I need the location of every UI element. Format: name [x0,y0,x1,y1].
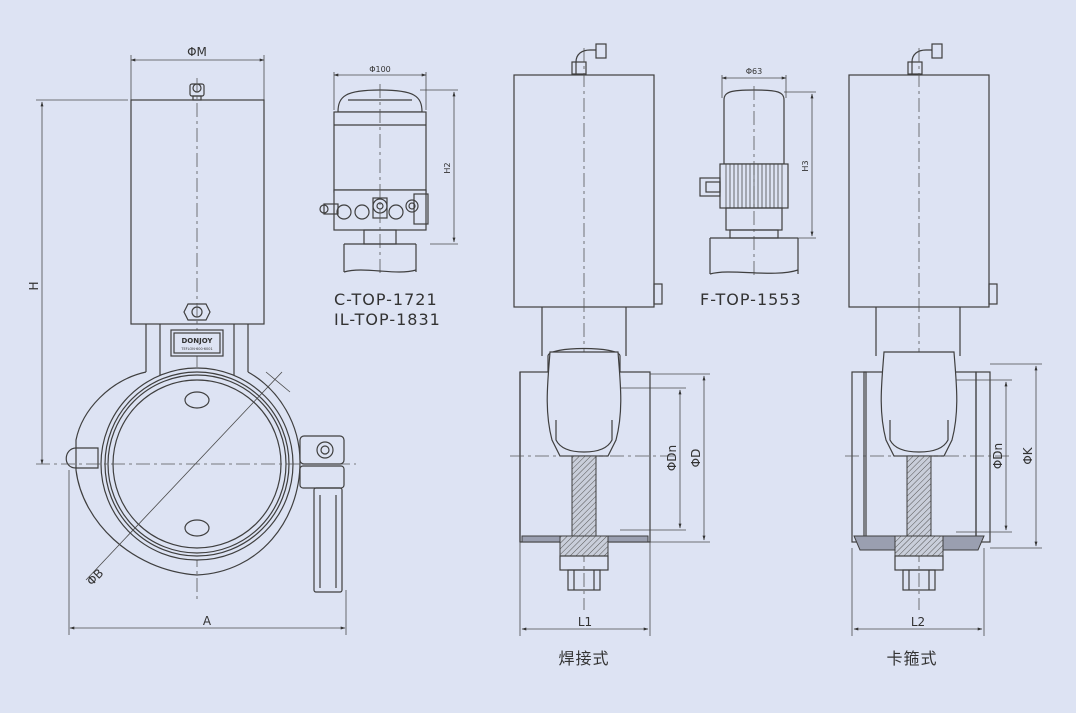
dim-phi-m: ΦM [187,45,207,59]
dim-phi-100: Φ100 [369,65,391,74]
logo-sub: TEFLON·600·6001 [180,347,212,351]
front-view: ΦM H DONJOY TEFLON·600·6001 [27,45,356,635]
welded-view: ΦDn ΦD L1 焊接式 [510,43,710,668]
model-f-top: F-TOP-1553 [700,290,802,309]
dim-phi-d: ΦD [689,449,703,468]
dim-h: H [27,281,41,290]
model-il-top: IL-TOP-1831 [334,310,441,329]
clamp-view: ΦDn ΦK L2 卡箍式 [845,43,1042,668]
dim-phi-k: ΦK [1021,446,1035,464]
c-top-head: Φ100 H2 C-TOP-1721 IL-TOP-1831 [319,65,458,329]
model-c-top: C-TOP-1721 [334,290,438,309]
dim-l1: L1 [578,615,592,629]
caption-welded: 焊接式 [558,649,609,668]
logo-brand: DONJOY [182,337,214,345]
dim-h2: H2 [443,162,452,173]
dim-phi-63: Φ63 [746,67,762,76]
dim-h3: H3 [801,160,810,171]
dim-phi-dn-welded: ΦDn [665,445,679,471]
f-top-head: Φ63 H3 F-TOP-1553 [699,67,816,309]
dim-a: A [203,614,212,628]
dim-l2: L2 [911,615,925,629]
dim-phi-b: ΦB [84,566,106,588]
logo-plate [170,329,224,357]
actuator-cylinder [130,99,265,325]
dim-phi-dn-clamp: ΦDn [991,443,1005,469]
caption-clamp: 卡箍式 [886,649,937,668]
